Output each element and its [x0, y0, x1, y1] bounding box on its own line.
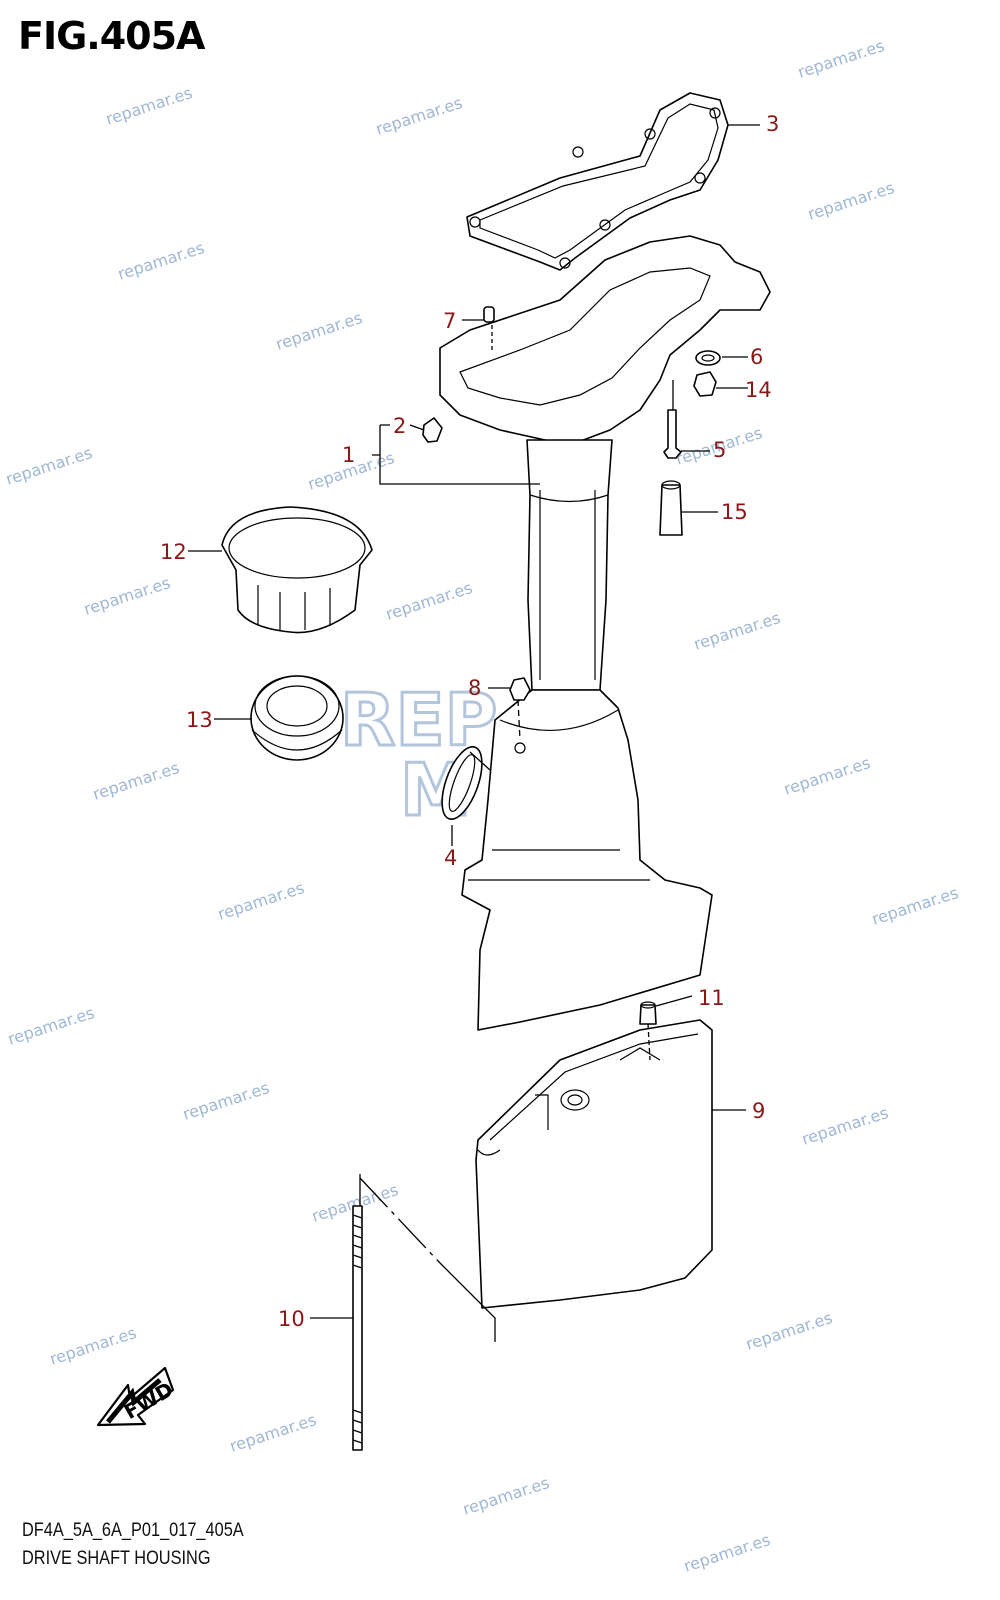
small-parts [422, 306, 721, 1025]
seal-ring-part-13 [250, 675, 344, 761]
watermark-text: repamar.es [383, 578, 474, 624]
drive-shaft-housing-part-1 [439, 235, 771, 1031]
callout-13: 13 [186, 708, 213, 732]
assembly-lines [359, 325, 674, 1342]
sleeve-part-15 [659, 484, 683, 536]
callout-5: 5 [713, 438, 726, 462]
watermark-text: repamar.es [681, 1530, 772, 1576]
plug-part-2 [422, 417, 443, 443]
fwd-arrow-icon: FWD [96, 1366, 177, 1427]
callout-12: 12 [160, 540, 187, 564]
watermark-text: repamar.es [47, 1323, 138, 1369]
callout-9: 9 [752, 1099, 765, 1123]
watermark-text: repamar.es [373, 93, 464, 139]
lower-cover-part-9 [475, 1019, 713, 1309]
watermark-text: repamar.es [781, 753, 872, 799]
leader-lines [188, 124, 760, 1319]
callout-3: 3 [766, 112, 779, 136]
callout-7: 7 [443, 309, 456, 333]
callout-1: 1 [342, 443, 355, 467]
callout-14: 14 [745, 378, 772, 402]
callout-6: 6 [750, 345, 763, 369]
watermark-text: repamar.es [805, 178, 896, 224]
watermark-text: repamar.es [5, 1003, 96, 1049]
gasket-part-3 [466, 92, 729, 271]
watermark-text: repamar.es [460, 1473, 551, 1519]
bolt-part-14 [693, 371, 717, 397]
water-pump-case-part-12 [221, 506, 373, 634]
stud-part-10 [352, 1205, 363, 1451]
watermark-text: repamar.es [743, 1308, 834, 1354]
callout-2: 2 [393, 414, 406, 438]
bolt-part-5 [663, 409, 682, 459]
callout-8: 8 [468, 676, 481, 700]
figure-title: FIG.405A [18, 14, 205, 58]
watermark-text: repamar.es [115, 238, 206, 284]
watermark-text: repamar.es [90, 758, 181, 804]
callout-15: 15 [721, 500, 748, 524]
footer-name: DRIVE SHAFT HOUSING [22, 1548, 211, 1569]
watermark-text: repamar.es [273, 308, 364, 354]
watermark-text: repamar.es [3, 443, 94, 489]
bushing-part-11 [639, 1004, 657, 1025]
watermark-text: repamar.es [180, 1078, 271, 1124]
footer-code: DF4A_5A_6A_P01_017_405A [22, 1520, 244, 1541]
watermark-text: repamar.es [869, 883, 960, 929]
watermark-text: repamar.es [799, 1103, 890, 1149]
grommet-part-8 [509, 677, 531, 701]
callout-4: 4 [444, 846, 457, 870]
watermark-text: repamar.es [215, 878, 306, 924]
watermark-text: repamar.es [691, 608, 782, 654]
watermark-text: repamar.es [103, 83, 194, 129]
watermark-text: repamar.es [81, 573, 172, 619]
watermark-text: repamar.es [227, 1410, 318, 1456]
watermark-text: repamar.es [795, 36, 886, 82]
washer-part-6 [695, 350, 721, 366]
callout-labels: 1 2 3 4 5 6 7 8 9 10 11 12 13 14 15 [160, 112, 779, 1331]
grommet-part-4 [441, 746, 491, 820]
callout-11: 11 [698, 986, 725, 1010]
dowel-pin-part-7 [483, 306, 495, 323]
callout-10: 10 [278, 1307, 305, 1331]
